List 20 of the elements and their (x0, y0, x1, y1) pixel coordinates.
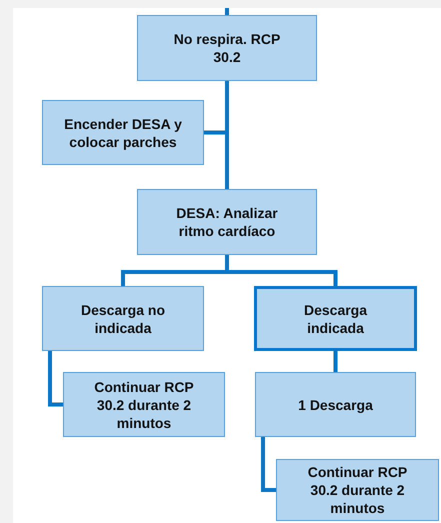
box-text: No respira. RCP 30.2 (172, 30, 282, 66)
box-text: Descarga no indicada (80, 300, 166, 336)
process-box (137, 189, 317, 255)
box-text: Continuar RCP 30.2 durante 2 minutos (306, 463, 408, 517)
box-text: DESA: Analizar ritmo cardíaco (175, 204, 279, 240)
process-box (63, 372, 225, 437)
connector-line (225, 8, 229, 15)
box-text: Continuar RCP 30.2 durante 2 minutos (93, 378, 195, 432)
process-box (255, 372, 416, 437)
box-text: 1 Descarga (298, 396, 373, 414)
process-box (254, 286, 417, 351)
connector-line (261, 437, 276, 492)
process-box (276, 459, 439, 521)
box-text: Encender DESA y colocar parches (63, 114, 183, 150)
process-box (137, 15, 317, 81)
box-text: Descarga indicada (302, 300, 368, 336)
process-box (42, 100, 204, 165)
connector-line (48, 351, 63, 406)
connector-line (334, 351, 338, 372)
process-box (42, 286, 204, 351)
